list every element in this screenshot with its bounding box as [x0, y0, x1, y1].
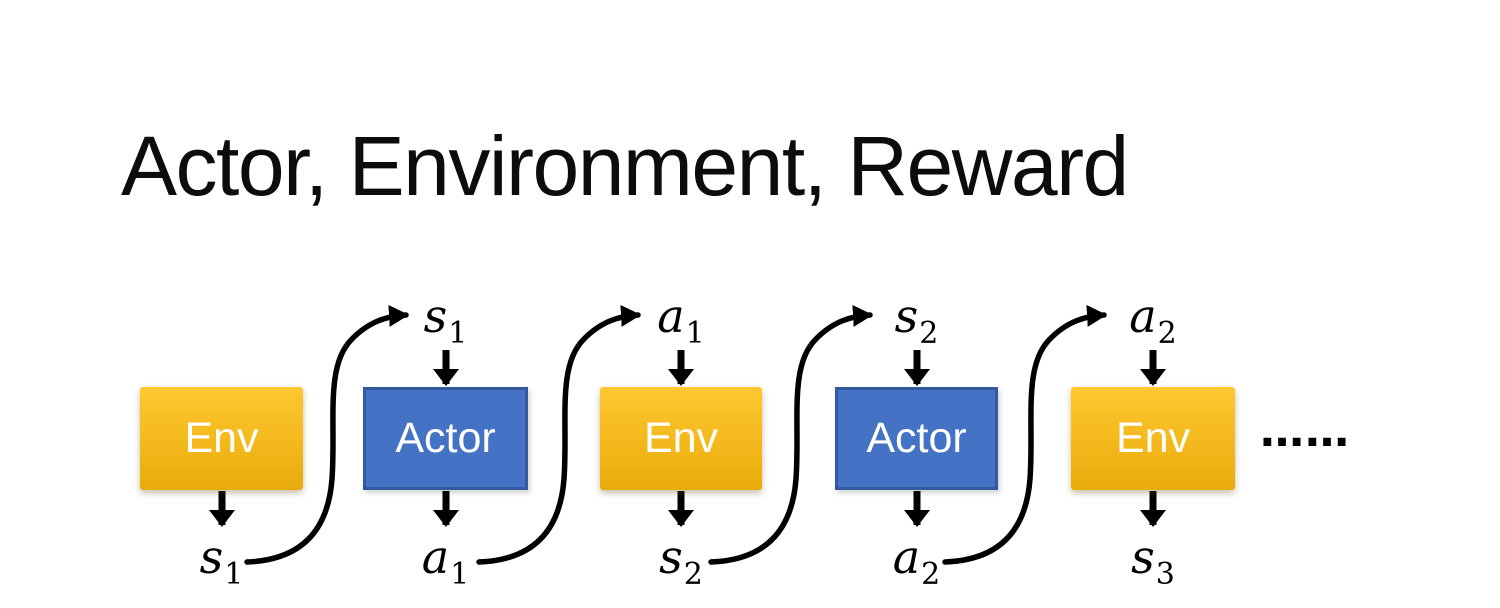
- label-base: a: [892, 530, 921, 584]
- action-label-a2-in: a2: [1071, 289, 1235, 349]
- state-label-s1-out: s1: [140, 530, 303, 590]
- action-label-a1-in: a1: [600, 289, 762, 349]
- state-label-s3-out: s3: [1071, 530, 1235, 590]
- actor-box: Actor: [363, 387, 528, 490]
- label-subscript: 1: [685, 316, 705, 351]
- label-base: s: [659, 530, 683, 584]
- label-subscript: 3: [1155, 557, 1175, 592]
- label-subscript: 2: [683, 557, 703, 592]
- column-env3: a2 Env s3: [1071, 0, 1235, 608]
- action-label-a1-out: a1: [363, 530, 528, 590]
- label-subscript: 2: [921, 557, 941, 592]
- label-base: s: [1131, 530, 1155, 584]
- actor-box: Actor: [835, 387, 998, 490]
- env-box: Env: [1071, 387, 1235, 490]
- label-subscript: 2: [1157, 316, 1177, 351]
- continuation-ellipsis: ……: [1260, 406, 1350, 457]
- env-box: Env: [140, 387, 303, 490]
- column-env2: a1 Env s2: [600, 0, 762, 608]
- label-base: a: [1129, 289, 1157, 343]
- label-subscript: 1: [450, 557, 470, 592]
- env-box: Env: [600, 387, 762, 490]
- label-subscript: 1: [448, 316, 468, 351]
- action-label-a2-out: a2: [835, 530, 998, 590]
- label-base: a: [657, 289, 685, 343]
- slide-title: Actor, Environment, Reward: [121, 119, 1129, 213]
- state-label-s2-in: s2: [835, 289, 998, 349]
- column-env1: Env s1: [140, 0, 303, 608]
- env-box-label: Env: [643, 414, 719, 462]
- label-subscript: 2: [919, 316, 939, 351]
- label-subscript: 1: [224, 557, 244, 592]
- column-actor2: s2 Actor a2: [835, 0, 998, 608]
- label-base: s: [423, 289, 448, 343]
- column-actor1: s1 Actor a1: [363, 0, 528, 608]
- state-label-s1-in: s1: [363, 289, 528, 349]
- actor-box-label: Actor: [866, 414, 967, 462]
- actor-box-label: Actor: [395, 414, 496, 462]
- env-box-label: Env: [184, 414, 259, 462]
- label-base: s: [199, 530, 224, 584]
- label-base: s: [894, 289, 919, 343]
- env-box-label: Env: [1115, 414, 1191, 462]
- label-base: a: [421, 530, 450, 584]
- state-label-s2-out: s2: [600, 530, 762, 590]
